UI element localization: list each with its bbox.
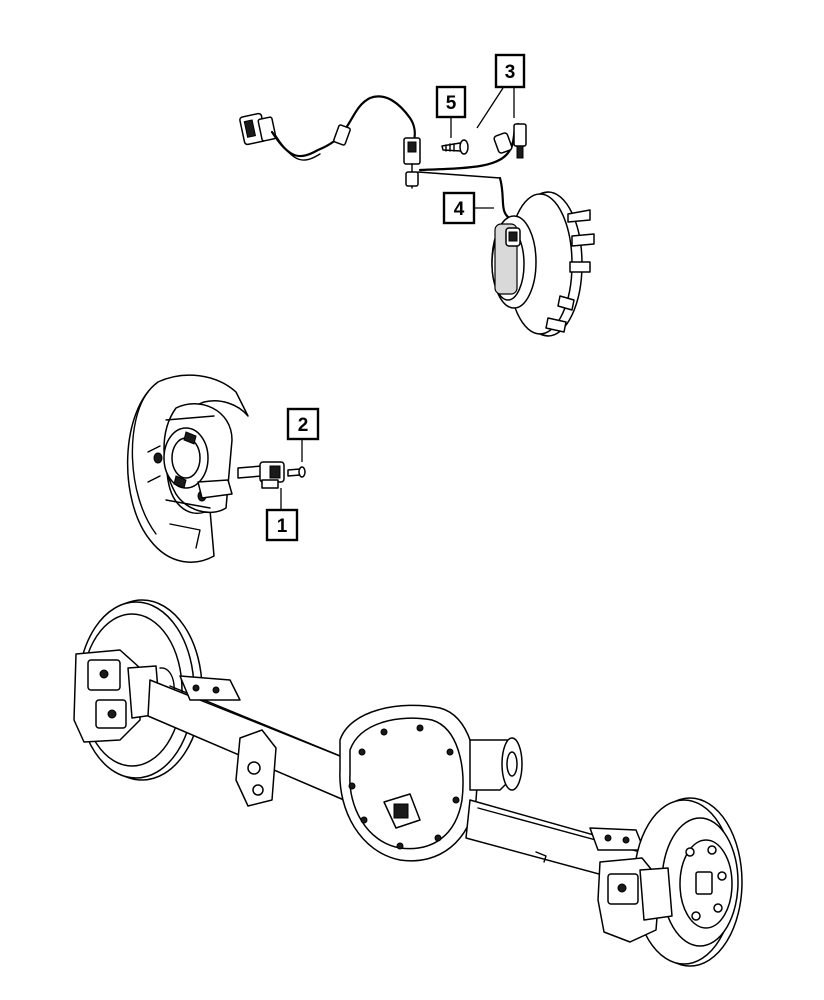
differential-housing bbox=[339, 704, 523, 862]
callout-3: 3 bbox=[476, 53, 526, 129]
sensor-bolt bbox=[441, 139, 469, 155]
callout-1: 1 bbox=[265, 488, 299, 542]
sensor-harness-assembly bbox=[239, 95, 527, 242]
callout-4: 4 bbox=[442, 191, 494, 225]
rear-axle-assembly bbox=[73, 599, 743, 967]
right-brake-assembly bbox=[597, 797, 743, 967]
sensor-mount-bolt bbox=[287, 466, 306, 478]
callout-5: 5 bbox=[435, 85, 467, 138]
hub-bearing-assembly bbox=[491, 191, 595, 337]
callout-4-label: 4 bbox=[454, 199, 465, 220]
brake-backing-plate bbox=[126, 374, 249, 563]
callout-2-label: 2 bbox=[298, 415, 309, 436]
callout-5-label: 5 bbox=[446, 93, 457, 114]
sensor-head bbox=[493, 123, 527, 159]
callout-1-label: 1 bbox=[277, 516, 288, 537]
callout-3-label: 3 bbox=[505, 62, 516, 83]
left-brake-assembly bbox=[73, 599, 203, 781]
harness-connector bbox=[239, 112, 277, 146]
callout-2: 2 bbox=[286, 407, 320, 462]
wheel-speed-sensor bbox=[237, 461, 285, 489]
harness-clip bbox=[403, 137, 421, 189]
wheel-studs bbox=[545, 209, 595, 333]
